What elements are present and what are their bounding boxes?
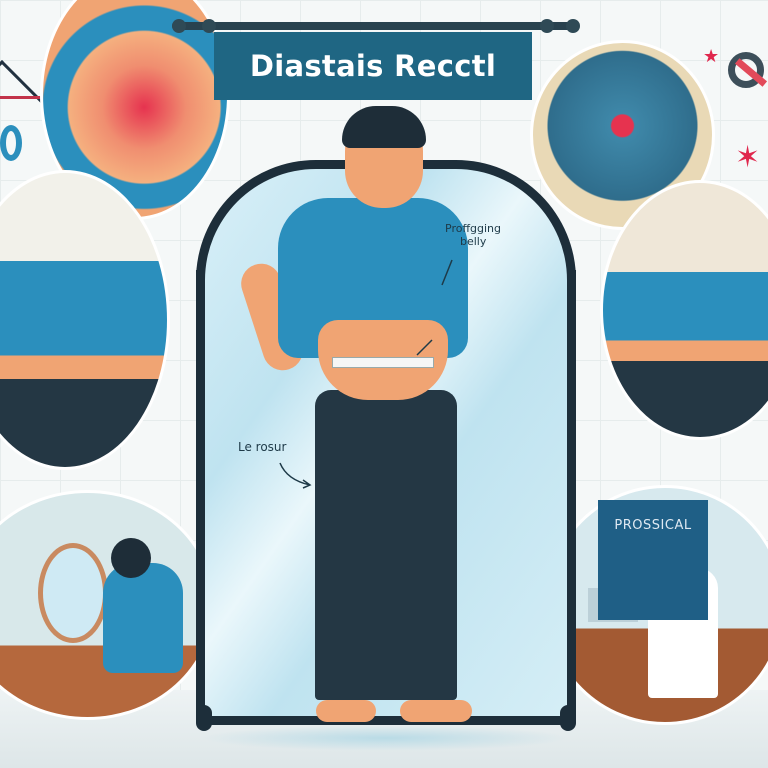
prohibited-icon bbox=[728, 52, 764, 88]
pants bbox=[315, 390, 457, 700]
belly-annotation-line1: Proffgging bbox=[445, 222, 502, 235]
panel-vanity-mirror bbox=[0, 490, 215, 720]
rod-bracket-left bbox=[202, 19, 216, 33]
mirror-foot-right bbox=[560, 705, 576, 731]
oval-mirror bbox=[38, 543, 108, 643]
title-banner: Diastais Recctl bbox=[214, 32, 532, 100]
rod-end-left bbox=[172, 19, 186, 33]
left-foot bbox=[316, 700, 376, 722]
man-hair bbox=[342, 106, 426, 148]
belly-pointer-arrow bbox=[416, 259, 453, 356]
mirror-annotation: Le rosur bbox=[238, 440, 287, 454]
rod-bracket-right bbox=[540, 19, 554, 33]
star-icon: ★ bbox=[703, 46, 720, 67]
right-foot bbox=[400, 700, 472, 722]
panel-man-pressing-belly bbox=[600, 180, 768, 440]
banner-rod bbox=[172, 22, 578, 30]
mirror-pointer-arrow bbox=[279, 462, 312, 489]
seated-man-head bbox=[111, 538, 151, 578]
measuring-tape bbox=[332, 357, 434, 368]
clinic-sign: PROSSICAL bbox=[598, 500, 708, 620]
seated-man bbox=[103, 563, 183, 673]
banner-title: Diastais Recctl bbox=[249, 49, 497, 83]
hanger-bar bbox=[0, 96, 48, 99]
clinic-sign-text: PROSSICAL bbox=[614, 518, 692, 533]
belly-annotation: Proffgging belly bbox=[445, 222, 501, 248]
rod-end-right bbox=[566, 19, 580, 33]
burst-star-icon: ✶ bbox=[735, 140, 761, 175]
mirror-foot-left bbox=[196, 705, 212, 731]
belly-annotation-line2: belly bbox=[460, 235, 487, 248]
floor-shadow bbox=[200, 725, 570, 751]
ribbon-icon bbox=[0, 125, 22, 161]
